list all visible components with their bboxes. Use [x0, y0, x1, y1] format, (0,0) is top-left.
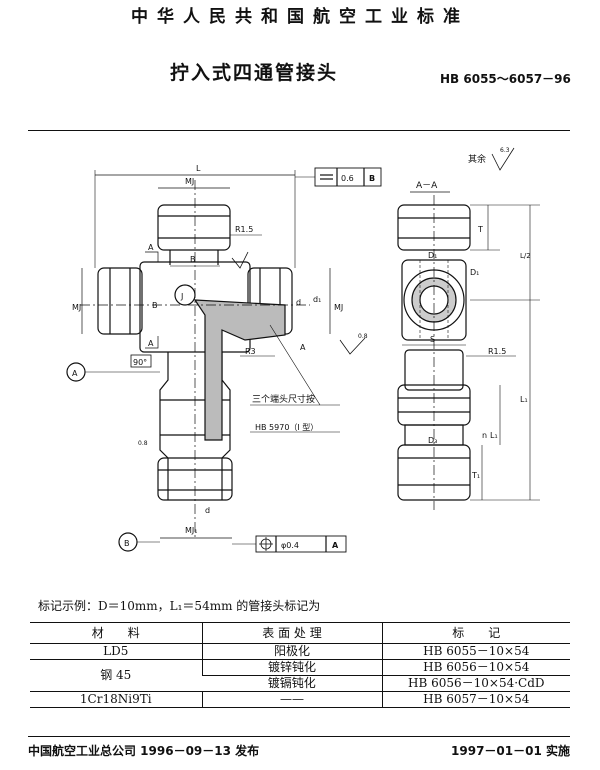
- header-material: 材 料: [30, 622, 202, 644]
- roughness-value-small: 0.8: [358, 333, 368, 340]
- datum-j-circle: [174, 284, 196, 306]
- datum-b-label: B: [124, 539, 130, 548]
- header-mark: 标 记: [381, 622, 570, 644]
- dim-b-vertical: B: [152, 301, 158, 310]
- dim-d3: D₃: [428, 436, 437, 445]
- table-row: 钢 45 镀锌钝化 HB 6056－10×54: [30, 659, 570, 692]
- dim-s: S: [430, 335, 435, 344]
- svg-text:B: B: [369, 174, 375, 183]
- note-line-1: 三个端头尺寸按: [252, 393, 315, 405]
- dim-l1: L₁: [520, 395, 528, 404]
- table-row: 1Cr18Ni9Ti —— HB 6057－10×54: [30, 691, 570, 708]
- table-row: 镀镉钝化 HB 6056－10×54·CdD: [30, 675, 570, 692]
- footer-rule: [28, 736, 570, 737]
- section-view: A－A 其余 6.3 D₁ D₁ S D₃ R1.5: [397, 147, 540, 510]
- section-mark-a-bottom: A: [148, 339, 154, 348]
- cell-treatment: ——: [201, 691, 382, 708]
- cell-mark: HB 6055－10×54: [381, 643, 570, 660]
- svg-text:0.6: 0.6: [341, 174, 354, 183]
- dim-n: n: [482, 431, 487, 440]
- dim-d-bottom: d: [205, 506, 210, 515]
- table-header-row: 材 料 表 面 处 理 标 记: [30, 622, 570, 644]
- dim-t1: T₁: [471, 471, 480, 480]
- dim-d1-side: D₁: [470, 268, 479, 277]
- tolerance-frame-bottom: φ0.4 A: [232, 535, 347, 553]
- cell-treatment: 阳极化: [201, 643, 382, 660]
- standard-code: HB 6055～6057－96: [440, 72, 571, 86]
- page-title: 拧入式四通管接头: [170, 62, 339, 84]
- effective-date: 1997－01－01 实施: [451, 744, 570, 758]
- header-treatment: 表 面 处 理: [201, 622, 382, 644]
- dim-r15: R1.5: [235, 225, 253, 234]
- dim-r15-section: R1.5: [488, 347, 506, 356]
- dim-mj1: MJ₁: [185, 526, 197, 535]
- dim-a-right: A: [300, 343, 306, 352]
- roughness-rest-value: 6.3: [500, 147, 510, 154]
- dim-d1: d₁: [313, 295, 321, 304]
- cell-material: LD5: [30, 643, 202, 660]
- tolerance-frame-top: 0.6 B: [295, 167, 382, 187]
- dim-mj-left: MJ: [72, 303, 81, 312]
- table-row: LD5 阳极化 HB 6055－10×54: [30, 643, 570, 660]
- header-rule: [28, 130, 570, 131]
- front-view: J L MJ 0.6 B R1.5 A A B B: [66, 164, 382, 553]
- roughness-value-left: 0.8: [138, 440, 148, 447]
- cell-material: 1Cr18Ni9Ti: [30, 691, 202, 708]
- cell-mark: HB 6057－10×54: [381, 691, 570, 708]
- dim-l1-inner: L₁: [490, 431, 498, 440]
- dim-j: J: [180, 292, 183, 301]
- cell-treatment: 镀锌钝化: [201, 659, 382, 676]
- technical-drawing: J L MJ 0.6 B R1.5 A A B B: [66, 147, 540, 553]
- dim-angle: 90°: [133, 358, 147, 367]
- spec-table: 材 料 表 面 处 理 标 记 LD5 阳极化 HB 6055－10×54 钢 …: [30, 622, 570, 708]
- dim-t: T: [477, 225, 483, 234]
- cell-material: 钢 45: [30, 659, 202, 692]
- left-port: [97, 267, 143, 335]
- svg-text:A: A: [332, 541, 339, 550]
- issuer-text: 中国航空工业总公司 1996－09－13 发布: [28, 744, 260, 758]
- dim-mj-right: MJ: [334, 303, 343, 312]
- dim-l: L: [196, 164, 201, 173]
- dim-b-horizontal: B: [190, 255, 196, 264]
- section-label: A－A: [416, 181, 438, 191]
- top-port: [157, 204, 231, 251]
- dim-d1-top: D₁: [428, 251, 437, 260]
- datum-a-label: A: [72, 369, 78, 378]
- cell-mark: HB 6056－10×54·CdD: [381, 675, 570, 692]
- cell-treatment: 镀镉钝化: [202, 675, 382, 692]
- svg-text:φ0.4: φ0.4: [281, 541, 299, 550]
- dim-r3: R3: [245, 347, 256, 356]
- dim-l-half: L/2: [520, 252, 531, 260]
- section-mark-a-top: A: [148, 243, 154, 252]
- dim-mj-top: MJ: [185, 177, 194, 186]
- roughness-rest-label: 其余: [468, 153, 486, 165]
- note-line-2: HB 5970（I 型）: [255, 423, 318, 432]
- dim-d: d: [296, 298, 301, 307]
- marking-example: 标记示例：D＝10mm，L₁＝54mm 的管接头标记为: [38, 599, 321, 613]
- cell-mark: HB 6056－10×54: [381, 659, 570, 676]
- standard-name: 中华人民共和国航空工业标准: [131, 7, 469, 27]
